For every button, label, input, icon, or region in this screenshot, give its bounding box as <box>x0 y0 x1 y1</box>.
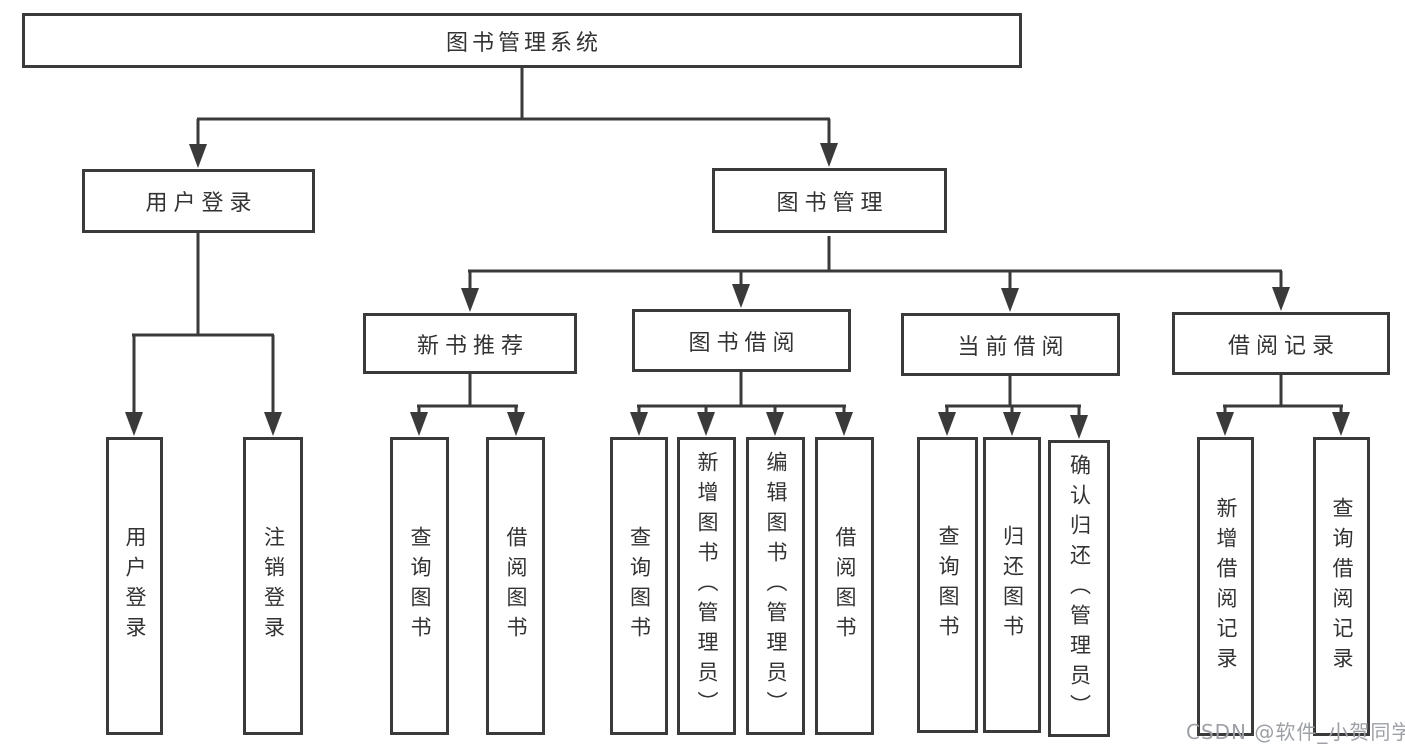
node-book-borrow: 图书借阅 <box>632 309 851 372</box>
leaf-query-borrow-record-label: 查询借阅记录 <box>1330 496 1354 677</box>
leaf-return-book-label: 归还图书 <box>1000 525 1025 645</box>
leaf-borrow-query-book: 查询图书 <box>610 437 668 735</box>
leaf-newbook-query-book: 查询图书 <box>390 437 449 735</box>
node-user-login-label: 用户登录 <box>145 191 258 216</box>
node-borrow-records: 借阅记录 <box>1172 312 1390 375</box>
leaf-logout-login: 注销登录 <box>243 437 303 735</box>
leaf-logout-login-label: 注销登录 <box>261 526 286 646</box>
leaf-add-book-admin: 新增图书（管理员） <box>677 437 736 735</box>
leaf-newbook-query-book-label: 查询图书 <box>408 526 432 646</box>
node-current-borrow: 当前借阅 <box>901 313 1120 376</box>
node-book-borrow-label: 图书借阅 <box>688 330 801 356</box>
node-new-book-recommend-label: 新书推荐 <box>416 333 529 359</box>
node-library-management-system: 图书管理系统 <box>22 13 1022 68</box>
leaf-query-borrow-record: 查询借阅记录 <box>1313 437 1370 736</box>
leaf-user-login: 用户登录 <box>106 437 163 735</box>
leaf-borrow-borrow-book-label: 借阅图书 <box>833 526 857 646</box>
leaf-newbook-borrow-book-label: 借阅图书 <box>504 526 528 646</box>
leaf-confirm-return-admin-label: 确认归还（管理员） <box>1067 453 1092 724</box>
leaf-add-borrow-record-label: 新增借阅记录 <box>1214 496 1238 677</box>
csdn-watermark: CSDN @软件_小贺同学 <box>1186 720 1405 744</box>
node-book-management-label: 图书管理 <box>776 190 889 216</box>
leaf-current-query-book-label: 查询图书 <box>936 525 960 645</box>
leaf-borrow-borrow-book: 借阅图书 <box>815 437 874 735</box>
leaf-edit-book-admin: 编辑图书（管理员） <box>746 437 805 735</box>
leaf-user-login-label: 用户登录 <box>123 526 147 646</box>
node-borrow-records-label: 借阅记录 <box>1227 333 1340 359</box>
leaf-newbook-borrow-book: 借阅图书 <box>486 437 545 735</box>
leaf-add-book-admin-label: 新增图书（管理员） <box>695 451 719 721</box>
node-user-login: 用户登录 <box>82 169 315 233</box>
leaf-confirm-return-admin: 确认归还（管理员） <box>1048 440 1110 737</box>
leaf-current-query-book: 查询图书 <box>917 437 978 733</box>
leaf-edit-book-admin-label: 编辑图书（管理员） <box>764 451 788 721</box>
leaf-add-borrow-record: 新增借阅记录 <box>1197 437 1254 736</box>
node-library-management-system-label: 图书管理系统 <box>445 30 602 56</box>
leaf-return-book: 归还图书 <box>983 437 1041 733</box>
leaf-borrow-query-book-label: 查询图书 <box>627 526 652 646</box>
node-current-borrow-label: 当前借阅 <box>957 334 1070 360</box>
node-new-book-recommend: 新书推荐 <box>363 313 577 374</box>
node-book-management: 图书管理 <box>712 168 947 233</box>
